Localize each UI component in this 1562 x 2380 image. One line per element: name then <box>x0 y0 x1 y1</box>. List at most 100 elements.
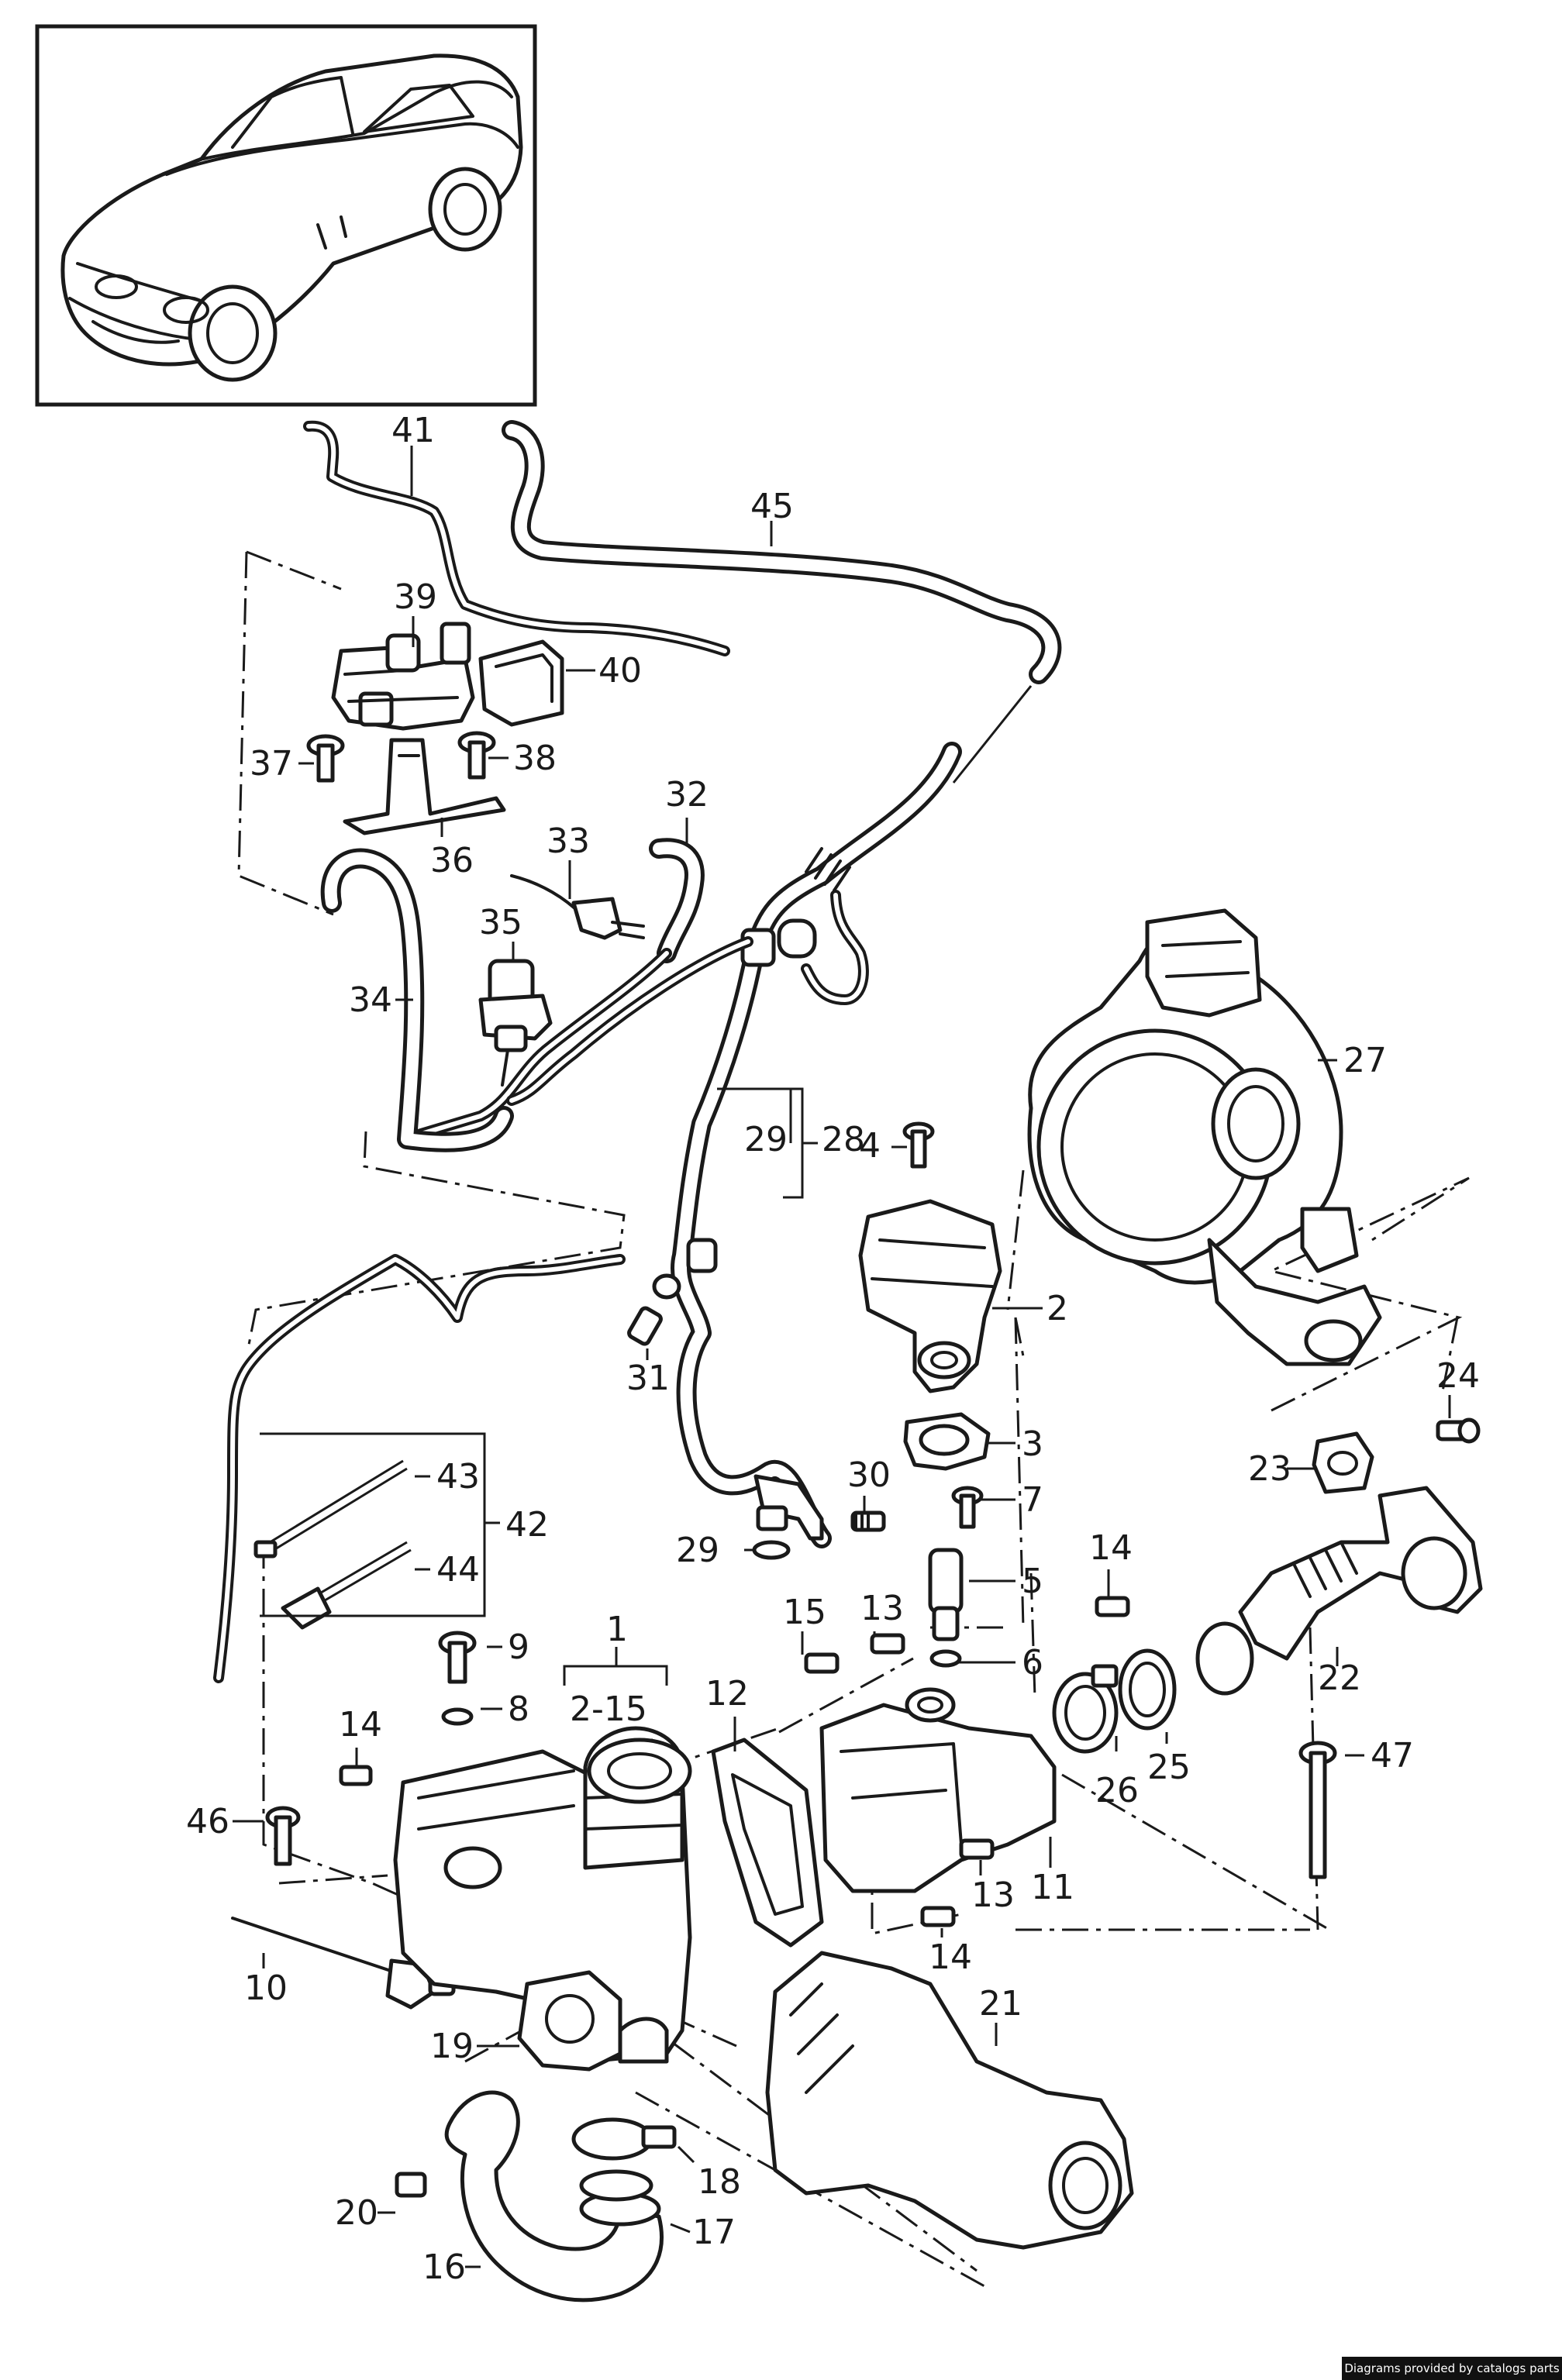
callout-3: 3 <box>1022 1424 1043 1464</box>
part-40-cap <box>478 639 564 727</box>
callout-29b: 29 <box>676 1531 719 1570</box>
callout-41: 41 <box>391 411 435 450</box>
part-9-screw <box>438 1631 477 1684</box>
hose-lower-long <box>213 1254 626 1683</box>
callout-12: 12 <box>705 1674 749 1714</box>
hose-branch <box>801 890 869 1005</box>
part-8-seal <box>441 1707 474 1726</box>
part-21-intake <box>765 1951 1134 2250</box>
callout-43: 43 <box>436 1457 480 1497</box>
part-33-wiring-clip <box>510 874 645 940</box>
callout-19: 19 <box>430 2027 474 2066</box>
part-46-screw <box>265 1806 301 1866</box>
part-24-screw <box>1436 1417 1481 1444</box>
callout-14a: 14 <box>1089 1528 1133 1568</box>
part-38-screw <box>457 731 496 780</box>
callout-34: 34 <box>349 980 392 1020</box>
callout-2: 2 <box>1047 1289 1068 1328</box>
hose-34 <box>320 848 514 1152</box>
part-47-bolt <box>1298 1741 1337 1879</box>
callout-8: 8 <box>508 1689 529 1729</box>
callout-46: 46 <box>186 1802 229 1841</box>
hose-32 <box>398 838 753 1145</box>
callout-32: 32 <box>665 775 709 815</box>
callout-9: 9 <box>508 1627 529 1667</box>
callout-16: 16 <box>422 2247 466 2287</box>
part-26-clamp <box>1052 1664 1119 1754</box>
callout-22: 22 <box>1318 1658 1361 1698</box>
part-5-sensor <box>928 1548 964 1641</box>
part-19-flange <box>517 1970 622 2072</box>
callout-10: 10 <box>244 1968 288 2008</box>
part-29-bracket <box>753 1474 824 1541</box>
part-23-gasket <box>1312 1431 1374 1494</box>
callout-13b: 13 <box>971 1875 1015 1915</box>
callout-45: 45 <box>750 487 794 526</box>
callout-2-15: 2-15 <box>570 1689 647 1729</box>
callout-25: 25 <box>1147 1748 1191 1787</box>
callout-6: 6 <box>1022 1643 1043 1683</box>
part-6-seal <box>929 1649 962 1668</box>
callout-42: 42 <box>505 1505 549 1545</box>
part-44-cable-clip <box>281 1541 412 1630</box>
part-12-gasket <box>711 1738 824 1948</box>
callout-40: 40 <box>598 651 642 691</box>
callout-labels: 41 45 39 40 37 38 32 36 33 35 34 27 29 2… <box>186 411 1480 2287</box>
part-39-valve <box>331 622 475 731</box>
part-14-screw-right <box>1095 1596 1130 1617</box>
callout-23: 23 <box>1248 1449 1291 1489</box>
callout-15: 15 <box>783 1593 826 1632</box>
part-29-ring <box>752 1540 791 1560</box>
car-icon <box>60 53 523 382</box>
part-18-clamp <box>571 2117 677 2161</box>
callout-18: 18 <box>698 2162 741 2202</box>
part-13-screw-upper <box>870 1633 905 1655</box>
callout-37: 37 <box>250 744 293 784</box>
part-20-screw <box>395 2172 427 2198</box>
callout-14b: 14 <box>339 1705 382 1745</box>
part-2-actuator <box>858 1199 1002 1393</box>
callout-13a: 13 <box>860 1589 904 1628</box>
part-35-valve <box>478 959 553 1087</box>
part-17-gasket <box>579 2169 653 2202</box>
callout-47: 47 <box>1371 1736 1414 1776</box>
callout-20: 20 <box>335 2193 378 2233</box>
callout-35: 35 <box>479 903 522 942</box>
vehicle-thumbnail <box>35 24 537 407</box>
part-2-15-throttle <box>587 1738 692 1804</box>
callout-31: 31 <box>626 1359 670 1398</box>
callout-44: 44 <box>436 1550 480 1590</box>
hose-45 <box>502 420 1062 784</box>
leader-lines <box>233 446 1451 2268</box>
part-31-screw <box>627 1273 681 1346</box>
part-27-turbocharger <box>1027 908 1382 1366</box>
callout-4: 4 <box>859 1126 881 1166</box>
part-16-pipe <box>444 2090 664 2303</box>
callout-36: 36 <box>430 841 474 880</box>
hose-41 <box>303 420 730 656</box>
callout-39: 39 <box>394 577 437 617</box>
callout-11: 11 <box>1031 1868 1074 1907</box>
callout-21: 21 <box>979 1984 1022 2024</box>
part-14-screw-lower <box>920 1906 956 1927</box>
callout-27: 27 <box>1343 1041 1387 1080</box>
callout-5: 5 <box>1022 1562 1043 1601</box>
callout-1: 1 <box>606 1610 628 1649</box>
part-4-screw <box>902 1121 935 1169</box>
callout-14c: 14 <box>929 1937 972 1977</box>
part-30-bolt <box>850 1510 886 1532</box>
part-25-clamp <box>1118 1648 1177 1731</box>
callout-29a: 29 <box>744 1120 788 1159</box>
part-11-housing <box>819 1687 1057 1893</box>
callout-17: 17 <box>692 2213 736 2252</box>
callout-26: 26 <box>1095 1771 1139 1810</box>
part-22-pipe <box>1195 1486 1483 1696</box>
part-7-screw <box>951 1486 984 1529</box>
callout-7: 7 <box>1022 1480 1043 1520</box>
part-14-screw-left <box>339 1765 373 1786</box>
callout-24: 24 <box>1436 1356 1480 1396</box>
part-13-screw-lower <box>959 1838 995 1860</box>
part-43-cable-tie <box>253 1459 408 1559</box>
credit-banner: Diagrams provided by catalogs parts <box>1342 2357 1562 2380</box>
